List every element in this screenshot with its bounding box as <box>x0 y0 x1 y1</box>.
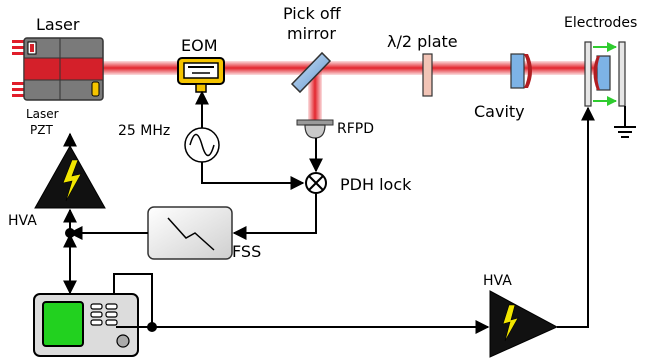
sine-wave-source-icon <box>184 127 220 163</box>
fss-label: FSS <box>232 242 261 261</box>
electrode-plates-icon <box>584 41 626 107</box>
hva-left-label: HVA <box>8 213 37 229</box>
mixer-icon <box>305 172 327 194</box>
pickoff-label-line1: Pick off <box>283 4 342 23</box>
optical-cavity-icon <box>510 53 532 89</box>
high-voltage-amplifier-icon <box>34 144 106 209</box>
laser-pzt-label-line2: PZT <box>30 123 53 137</box>
pickoff-label-line2: mirror <box>287 24 336 43</box>
half-wave-plate-label: λ/2 plate <box>387 32 458 51</box>
wire-junction <box>65 228 157 332</box>
cavity-label: Cavity <box>474 102 525 121</box>
photodetector-icon <box>296 119 334 139</box>
eom-icon <box>177 57 225 93</box>
filter-icon <box>147 206 233 260</box>
eom-label: EOM <box>181 36 218 55</box>
laser-pzt-label-line1: Laser <box>26 107 59 121</box>
electrodes-label: Electrodes <box>564 15 637 31</box>
pdh-lock-label: PDH lock <box>340 175 412 194</box>
ground-icon <box>614 106 636 138</box>
signal-wiring <box>63 90 595 334</box>
high-voltage-amplifier-icon <box>489 290 559 358</box>
oscilloscope-icon <box>33 293 139 357</box>
laser-icon <box>12 37 104 101</box>
mirror-icon <box>290 51 332 94</box>
hva-right-label: HVA <box>483 273 512 289</box>
rfpd-label: RFPD <box>337 121 374 137</box>
waveplate-icon <box>422 53 433 97</box>
laser-label: Laser <box>36 15 80 34</box>
rf-source-label: 25 MHz <box>118 123 170 139</box>
